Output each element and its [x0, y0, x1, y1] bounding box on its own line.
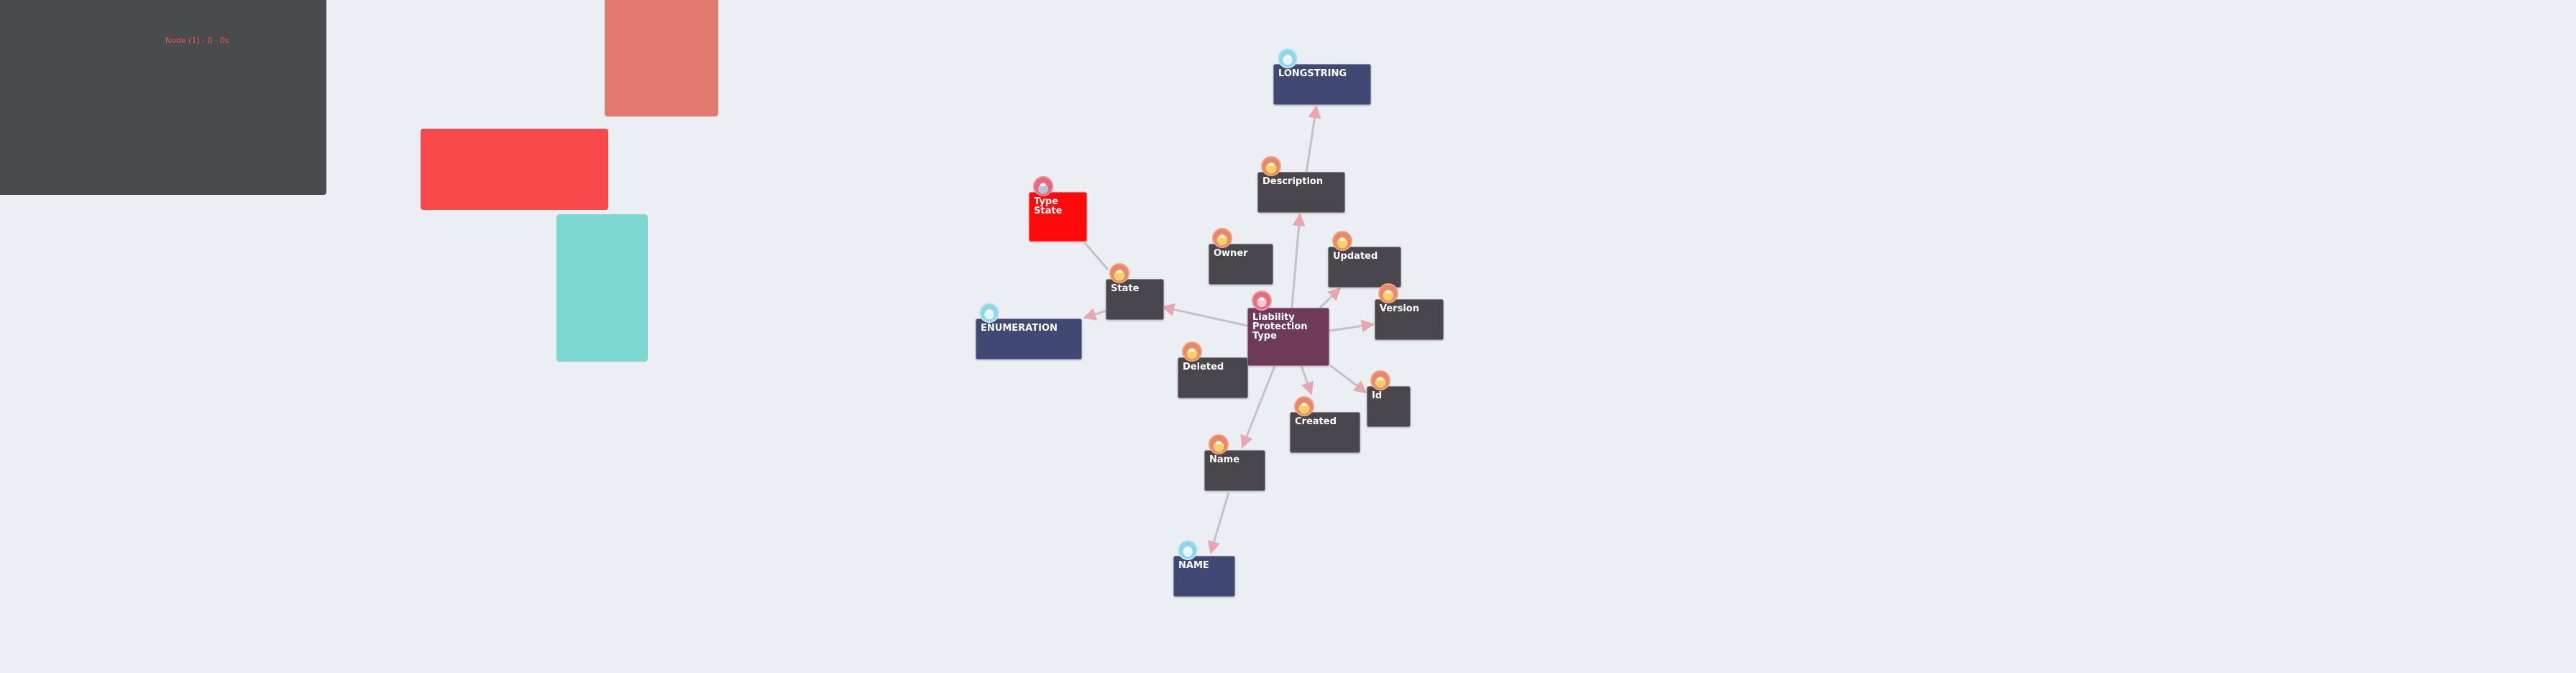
node-type-state[interactable]: Type State — [1029, 192, 1087, 242]
node-label: Id — [1372, 390, 1383, 401]
node-id[interactable]: Id — [1367, 386, 1411, 427]
node-label: Type State — [1034, 196, 1063, 216]
node-label: State — [1111, 283, 1140, 294]
node-label: ENUMERATION — [981, 323, 1058, 334]
edge-typestate-state — [1083, 242, 1109, 270]
edge-lpt-description — [1291, 213, 1306, 308]
node-deleted[interactable]: Deleted — [1178, 357, 1248, 398]
edge-lpt-version — [1329, 319, 1375, 333]
edge-lpt-updated — [1319, 287, 1342, 309]
node-label: Deleted — [1183, 362, 1224, 372]
orange-person-icon — [1261, 156, 1281, 176]
blue-datatype-icon — [1278, 48, 1298, 68]
salmon-panel — [605, 0, 718, 116]
edge-name-nametype — [1207, 492, 1230, 554]
node-liability-protection-type[interactable]: Liability Protection Type — [1247, 308, 1329, 366]
node-label: LONGSTRING — [1278, 68, 1347, 79]
node-state[interactable]: State — [1106, 279, 1164, 320]
edge-lpt-state — [1161, 303, 1248, 327]
red-panel — [421, 129, 608, 210]
node-label: Version — [1380, 303, 1419, 314]
teal-panel — [556, 214, 648, 362]
node-description[interactable]: Description — [1257, 172, 1345, 213]
node-owner[interactable]: Owner — [1209, 244, 1273, 285]
pink-entity-icon — [1033, 176, 1053, 196]
node-label: Owner — [1214, 248, 1248, 259]
node-name[interactable]: Name — [1204, 450, 1265, 491]
node-label: Updated — [1333, 251, 1378, 262]
orange-person-icon — [1212, 228, 1232, 248]
edge-lpt-id — [1329, 364, 1367, 394]
orange-person-icon — [1294, 396, 1314, 416]
node-enumeration[interactable]: ENUMERATION — [976, 319, 1082, 360]
node-label: NAME — [1178, 560, 1209, 571]
edge-lpt-created — [1300, 365, 1314, 395]
node-label: Created — [1295, 416, 1337, 427]
edge-description-longstring — [1305, 105, 1321, 173]
pink-person-icon — [1252, 290, 1272, 311]
node-created[interactable]: Created — [1290, 412, 1360, 453]
orange-person-icon — [1182, 342, 1202, 362]
node-label: Name — [1209, 454, 1240, 465]
dark-panel: Node (1) · 0 · 0s — [0, 0, 326, 195]
node-longstring[interactable]: LONGSTRING — [1273, 64, 1371, 105]
dark-panel-text: Node (1) · 0 · 0s — [165, 36, 229, 45]
node-label: Description — [1262, 176, 1324, 187]
orange-person-icon — [1378, 283, 1398, 303]
node-updated[interactable]: Updated — [1328, 247, 1401, 288]
blue-datatype-icon — [979, 303, 999, 323]
node-version[interactable]: Version — [1375, 299, 1444, 340]
orange-person-icon — [1109, 263, 1129, 283]
node-label: Liability Protection Type — [1252, 312, 1308, 342]
blue-datatype-icon — [1178, 540, 1198, 560]
orange-person-icon — [1332, 231, 1352, 251]
edge-state-enumeration — [1083, 308, 1107, 321]
orange-person-icon — [1209, 434, 1229, 454]
orange-person-icon — [1370, 370, 1390, 390]
node-name-datatype[interactable]: NAME — [1173, 556, 1235, 597]
